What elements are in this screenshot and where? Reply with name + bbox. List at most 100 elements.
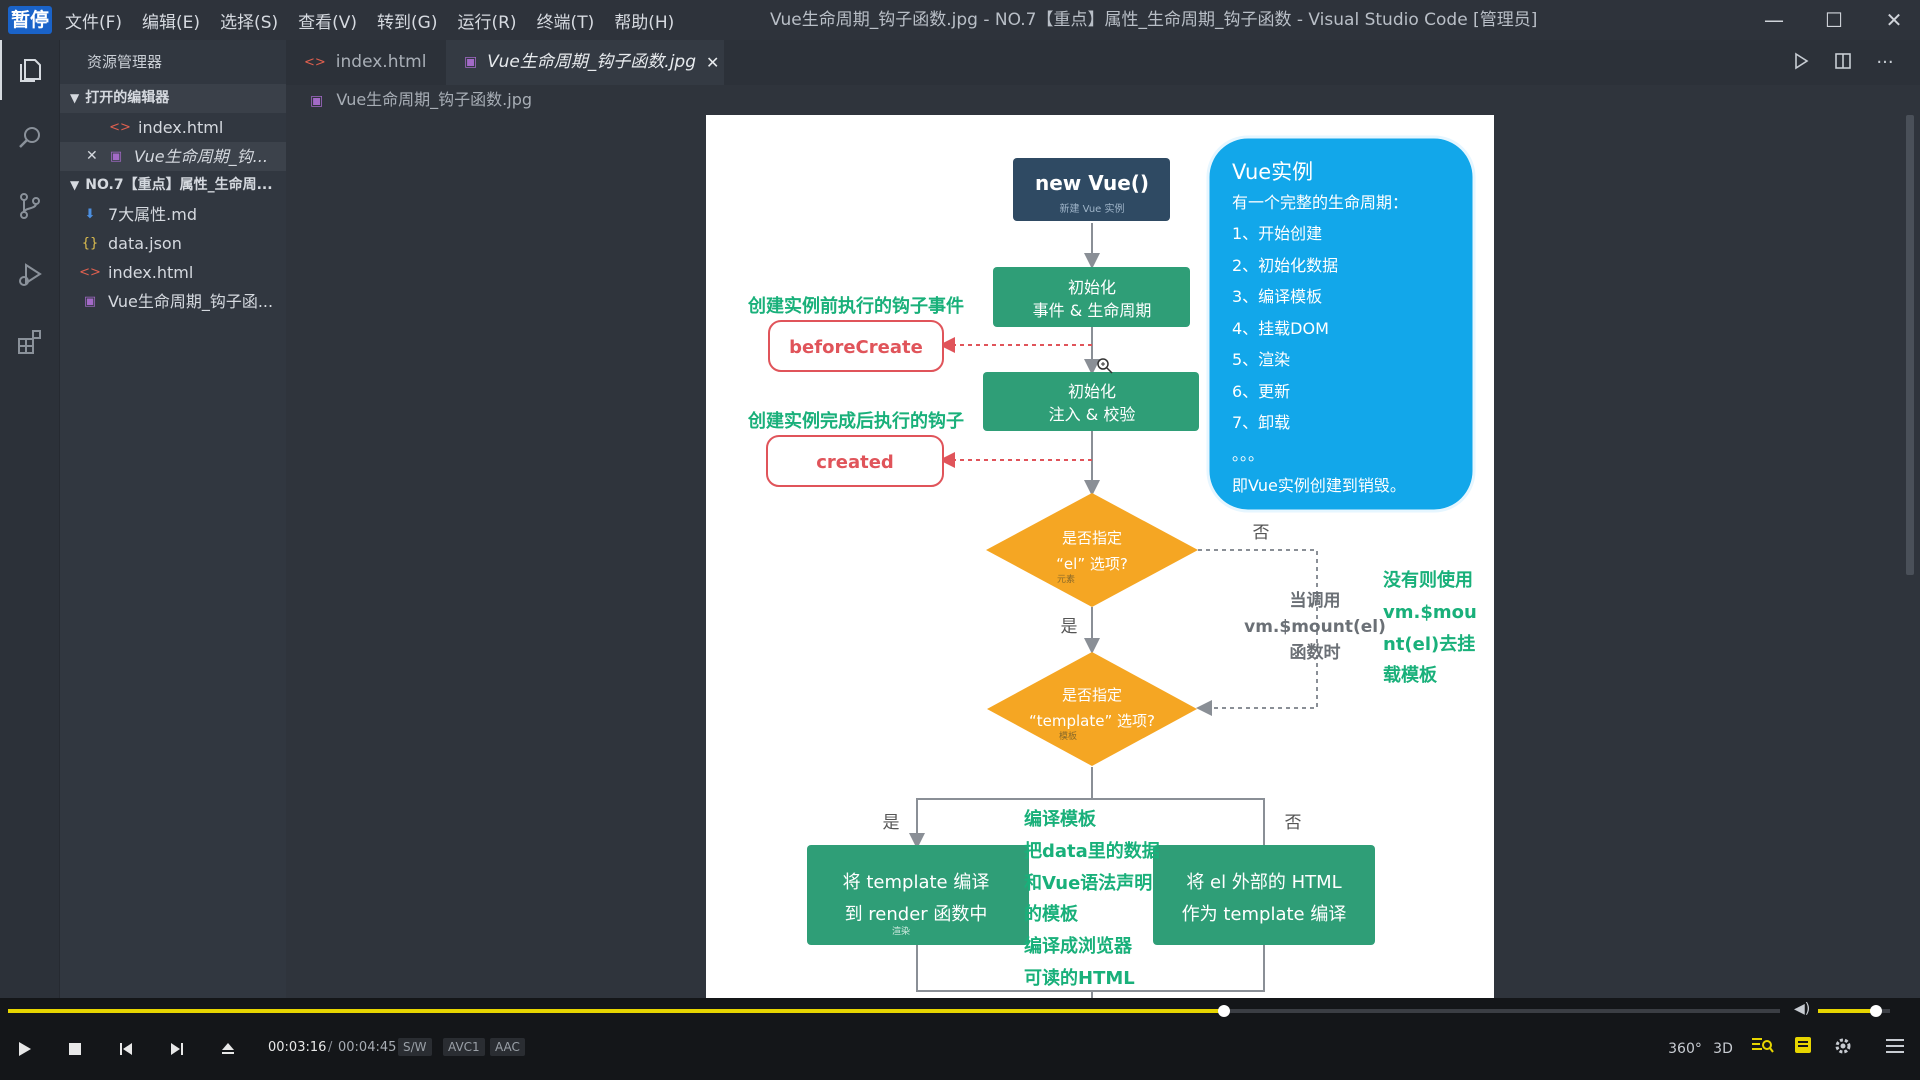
- info-title: Vue实例: [1232, 160, 1313, 184]
- close-window-button[interactable]: ✕: [1885, 8, 1903, 32]
- green-note-line1: 没有则使用: [1383, 569, 1473, 591]
- menu-view[interactable]: 查看(V): [298, 12, 358, 33]
- title-bar: 暂停 文件(F) 编辑(E) 选择(S) 查看(V) 转到(G) 运行(R) 终…: [0, 0, 1920, 40]
- created-caption: 创建实例完成后执行的钩子: [747, 410, 964, 432]
- playlist-icon[interactable]: [1788, 1036, 1818, 1062]
- init-inject-line1: 初始化: [1068, 382, 1116, 401]
- outer-html-line1: 将 el 外部的 HTML: [1186, 872, 1341, 893]
- render-compile-line1: 将 template 编译: [843, 872, 990, 893]
- vue-instance-card: [1206, 135, 1476, 513]
- template-yes-label: 是: [883, 813, 900, 833]
- zoom-cursor-icon: [1097, 358, 1113, 374]
- html-icon: <>: [109, 120, 131, 135]
- vr-360-button[interactable]: 360°: [1668, 1041, 1702, 1057]
- info-item: 1、开始创建: [1232, 224, 1322, 243]
- close-icon[interactable]: ✕: [706, 53, 720, 72]
- seek-bar[interactable]: [8, 1005, 1780, 1017]
- next-icon[interactable]: [162, 1036, 192, 1062]
- compile-note-line5: 编译成浏览器: [1024, 935, 1133, 957]
- init-inject-node: [983, 372, 1199, 431]
- render-compile-line2: 到 render 函数中: [845, 904, 988, 925]
- file-item[interactable]: <> index.html: [60, 258, 286, 287]
- info-item: 6、更新: [1232, 382, 1290, 401]
- video-codec-tag[interactable]: AVC1: [443, 1038, 485, 1056]
- breadcrumb[interactable]: ▣ Vue生命周期_钩子函数.jpg: [286, 85, 1920, 115]
- minimize-button[interactable]: —: [1764, 8, 1784, 32]
- menu-help[interactable]: 帮助(H): [614, 12, 675, 33]
- app-logo[interactable]: 暂停: [8, 6, 52, 34]
- render-compile-sub: 渲染: [892, 925, 910, 937]
- volume-handle[interactable]: [1869, 1005, 1882, 1017]
- volume-icon[interactable]: ◀): [1794, 1001, 1811, 1017]
- open-editor-name: Vue生命周期_钩...: [134, 147, 268, 166]
- file-name: data.json: [108, 234, 182, 253]
- folder-label: NO.7【重点】属性_生命周...: [85, 177, 273, 193]
- seek-progress: [8, 1009, 1224, 1013]
- file-item[interactable]: ▣ Vue生命周期_钩子函...: [60, 287, 286, 316]
- search-icon[interactable]: [0, 108, 60, 168]
- maximize-button[interactable]: ☐: [1825, 8, 1843, 32]
- previous-icon[interactable]: [111, 1036, 141, 1062]
- explorer-icon[interactable]: [0, 40, 60, 100]
- info-item: 4、挂载DOM: [1232, 319, 1329, 338]
- menu-selection[interactable]: 选择(S): [220, 12, 279, 33]
- init-events-line1: 初始化: [1068, 278, 1116, 297]
- seek-handle[interactable]: [1217, 1005, 1230, 1017]
- audio-codec-tag[interactable]: AAC: [490, 1038, 525, 1056]
- more-actions-icon[interactable]: ···: [1876, 52, 1894, 73]
- volume-slider[interactable]: [1818, 1005, 1890, 1017]
- stop-icon[interactable]: [60, 1036, 90, 1062]
- el-decision-line2: “el” 选项?: [1056, 555, 1128, 573]
- compile-note-line3: 和Vue语法声明: [1024, 872, 1152, 894]
- play-icon[interactable]: [10, 1036, 40, 1062]
- file-name: 7大属性.md: [108, 205, 198, 224]
- editor-scrollbar[interactable]: [1906, 115, 1914, 575]
- created-node: [766, 435, 944, 487]
- el-decision-sub: 元素: [1057, 573, 1075, 585]
- render-compile-node: [807, 845, 1029, 945]
- search-subtitle-icon[interactable]: [1748, 1036, 1778, 1062]
- open-editors-section[interactable]: ▼ 打开的编辑器: [60, 84, 286, 113]
- compile-note-line6: 可读的HTML: [1024, 967, 1135, 989]
- video-player-controls: ◀) 00:03:16 / 00:04:45 S/W AVC1 AAC 360°…: [0, 998, 1920, 1080]
- 3d-button[interactable]: 3D: [1713, 1041, 1733, 1057]
- image-preview[interactable]: new Vue() 新建 Vue 实例 初始化 事件 & 生命周期 创建实例前执…: [706, 115, 1494, 998]
- file-item[interactable]: {} data.json: [60, 229, 286, 258]
- open-editor-item[interactable]: ✕ ▣ Vue生命周期_钩...: [60, 142, 286, 171]
- image-icon: ▣: [464, 54, 478, 70]
- split-editor-icon[interactable]: [1822, 51, 1864, 75]
- run-debug-icon[interactable]: [0, 244, 60, 304]
- source-control-icon[interactable]: [0, 176, 60, 236]
- info-item: 2、初始化数据: [1232, 256, 1338, 275]
- tab-vue-lifecycle-jpg[interactable]: ▣ Vue生命周期_钩子函数.jpg ✕: [446, 40, 724, 85]
- init-inject-line2: 注入 & 校验: [1049, 405, 1136, 424]
- image-icon: ▣: [83, 294, 97, 309]
- close-icon[interactable]: ✕: [86, 148, 98, 164]
- menu-edit[interactable]: 编辑(E): [142, 12, 201, 33]
- editor-area: <> index.html ▣ Vue生命周期_钩子函数.jpg ✕ ··· ▣…: [286, 40, 1920, 998]
- menu-run[interactable]: 运行(R): [457, 12, 517, 33]
- folder-section[interactable]: ▼ NO.7【重点】属性_生命周...: [60, 171, 286, 200]
- tab-index-html[interactable]: <> index.html: [286, 40, 446, 85]
- run-icon[interactable]: [1780, 51, 1822, 75]
- activity-bar: [0, 40, 60, 998]
- green-note-line4: 载模板: [1383, 664, 1438, 686]
- settings-gear-icon[interactable]: [1828, 1036, 1858, 1062]
- mount-line3: 函数时: [1290, 642, 1341, 663]
- menu-terminal[interactable]: 终端(T): [536, 12, 595, 33]
- extensions-icon[interactable]: [0, 312, 60, 372]
- menu-file[interactable]: 文件(F): [65, 12, 123, 33]
- outer-html-node: [1153, 845, 1375, 945]
- eject-icon[interactable]: [213, 1036, 243, 1062]
- subtitle-tag[interactable]: S/W: [398, 1038, 432, 1056]
- chevron-down-icon: ▼: [70, 178, 80, 192]
- init-events-line2: 事件 & 生命周期: [1033, 301, 1152, 320]
- file-item[interactable]: ⬇ 7大属性.md: [60, 200, 286, 229]
- open-editor-name: index.html: [138, 118, 224, 137]
- chevron-down-icon: ▼: [70, 91, 80, 105]
- menu-go[interactable]: 转到(G): [377, 12, 438, 33]
- html-icon: <>: [79, 265, 101, 280]
- menu-icon[interactable]: [1880, 1036, 1910, 1062]
- html-icon: <>: [304, 55, 326, 70]
- open-editor-item[interactable]: <> index.html: [60, 113, 286, 142]
